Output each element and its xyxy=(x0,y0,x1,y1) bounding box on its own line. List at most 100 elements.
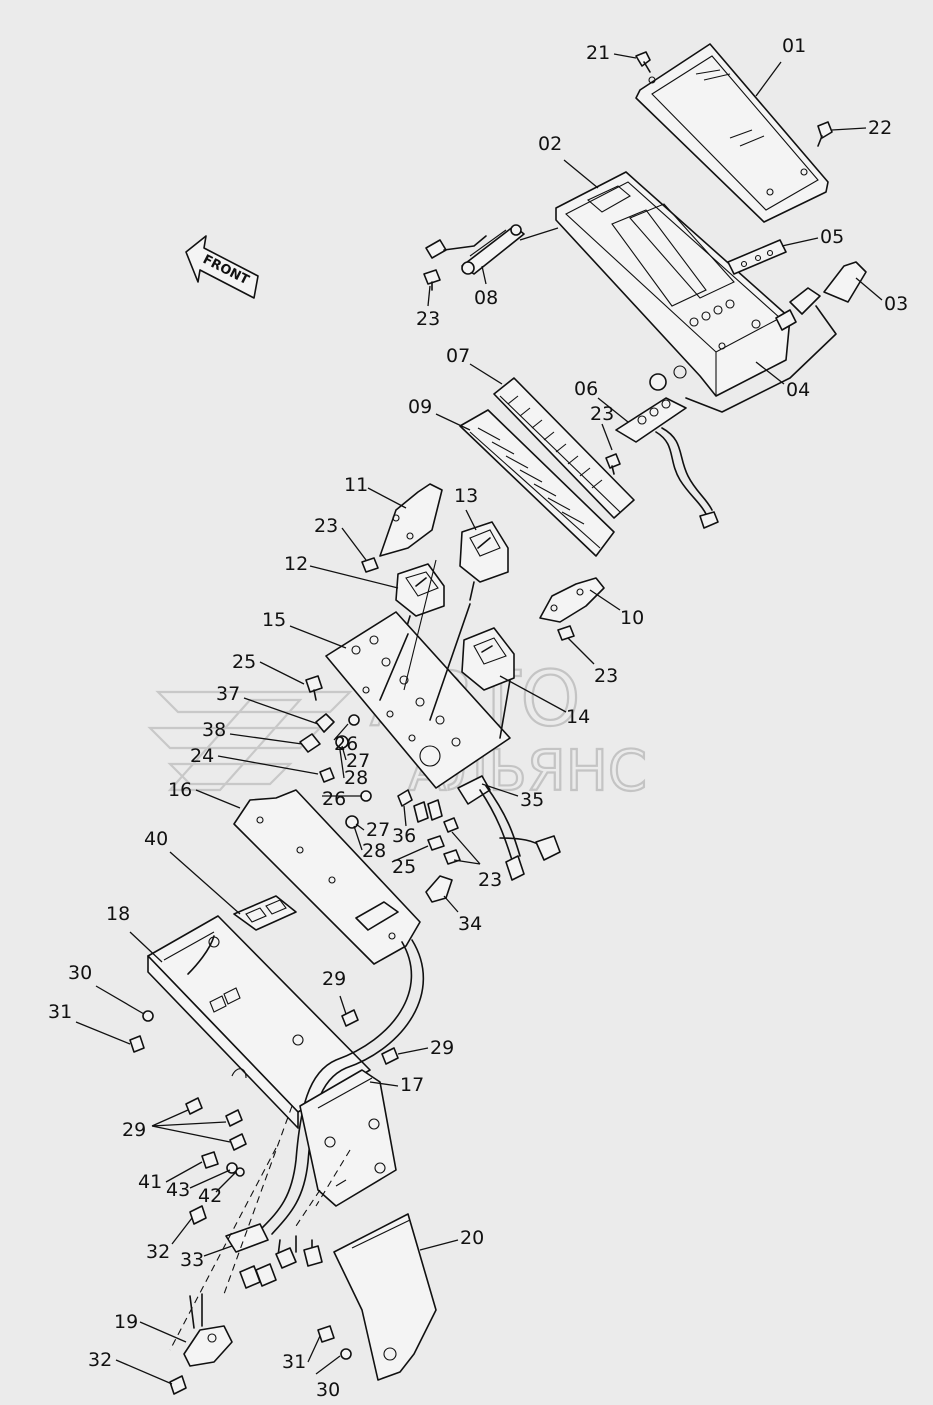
callout-c26b: 26 xyxy=(322,788,346,810)
callout-c15: 15 xyxy=(262,609,286,631)
nuts-26-27-28 xyxy=(335,714,372,829)
callout-c13: 13 xyxy=(454,485,478,507)
watermark-logo xyxy=(147,690,353,792)
callout-c23d: 23 xyxy=(594,665,618,687)
screw-21 xyxy=(635,51,651,73)
callout-c28a: 28 xyxy=(344,767,368,789)
callout-c04: 04 xyxy=(786,379,810,401)
callout-c17: 17 xyxy=(400,1074,424,1096)
callout-c25a: 25 xyxy=(232,651,256,673)
callout-c16: 16 xyxy=(168,779,192,801)
callout-c18: 18 xyxy=(106,903,130,925)
callout-c35: 35 xyxy=(520,789,544,811)
bolt-29-b xyxy=(381,1047,399,1065)
part-11-bracket xyxy=(379,483,443,557)
callout-c23c: 23 xyxy=(314,515,338,537)
bolt-29-c xyxy=(185,1097,247,1151)
part-18-box xyxy=(147,915,371,1129)
part-15-plate xyxy=(325,603,511,789)
callout-c06: 06 xyxy=(574,378,598,400)
callout-c23e: 23 xyxy=(478,869,502,891)
callout-c10: 10 xyxy=(620,607,644,629)
part-01-cover xyxy=(635,43,829,223)
screw-24 xyxy=(319,767,335,783)
callout-c34: 34 xyxy=(458,913,482,935)
screw-23-b xyxy=(605,453,621,475)
callout-c30a: 30 xyxy=(68,962,92,984)
callout-c22: 22 xyxy=(868,117,892,139)
part-08-switch xyxy=(425,224,525,275)
callout-c29a: 29 xyxy=(322,968,346,990)
callout-c30b: 30 xyxy=(316,1379,340,1401)
bolt-31-b xyxy=(317,1325,335,1343)
part-05-strip xyxy=(727,239,787,275)
callout-c14: 14 xyxy=(566,706,590,728)
bolt-41 xyxy=(201,1151,219,1169)
callout-c23a: 23 xyxy=(416,308,440,330)
callout-c25b: 25 xyxy=(392,856,416,878)
part-34-clip xyxy=(425,875,453,903)
part-40-connector xyxy=(233,895,297,931)
callout-c43: 43 xyxy=(166,1179,190,1201)
callout-c40: 40 xyxy=(144,828,168,850)
part-09-module xyxy=(459,409,615,557)
part-14-gauge xyxy=(461,627,515,691)
callout-c20: 20 xyxy=(460,1227,484,1249)
front-direction-arrow: FRONT xyxy=(185,235,259,299)
callout-c29b: 29 xyxy=(430,1037,454,1059)
callout-c27b: 27 xyxy=(366,819,390,841)
callout-c05: 05 xyxy=(820,226,844,248)
part-10-bracket xyxy=(539,577,605,623)
leader-lines xyxy=(75,53,883,1385)
callout-c01: 01 xyxy=(782,35,806,57)
part-04-base xyxy=(685,305,837,413)
part-03-connectors xyxy=(775,261,867,331)
part-17-bracket xyxy=(299,1069,397,1207)
screw-23-e xyxy=(443,817,461,865)
callout-c11: 11 xyxy=(344,474,368,496)
callout-c09: 09 xyxy=(408,396,432,418)
washer-30-a xyxy=(142,1010,154,1022)
callout-c27a: 27 xyxy=(346,750,370,772)
part-02-panel-housing xyxy=(555,171,791,397)
callout-c02: 02 xyxy=(538,133,562,155)
callout-c23b: 23 xyxy=(590,403,614,425)
bolt-32-a xyxy=(189,1205,207,1225)
callout-c31b: 31 xyxy=(282,1351,306,1373)
callout-c24: 24 xyxy=(190,745,214,767)
part-35-36-connectors xyxy=(397,775,561,881)
part-06-switch xyxy=(615,365,719,529)
part-37 xyxy=(315,713,335,733)
callout-c07: 07 xyxy=(446,345,470,367)
screw-22 xyxy=(817,121,833,147)
callout-c03: 03 xyxy=(884,293,908,315)
callout-c32b: 32 xyxy=(88,1349,112,1371)
part-07-module xyxy=(493,377,635,519)
callout-c36: 36 xyxy=(392,825,416,847)
bolt-32-b xyxy=(169,1375,187,1395)
callout-c28b: 28 xyxy=(362,840,386,862)
screw-23-d xyxy=(557,625,575,641)
screw-23-c xyxy=(361,557,379,573)
callout-c42: 42 xyxy=(198,1185,222,1207)
part-20-cover xyxy=(333,1213,437,1381)
callout-c38: 38 xyxy=(202,719,226,741)
part-33-grommet xyxy=(225,1223,323,1289)
part-38 xyxy=(299,733,321,753)
bolt-31-a xyxy=(129,1035,145,1053)
callout-c29c: 29 xyxy=(122,1119,146,1141)
screw-23-a xyxy=(423,269,441,291)
part-16-plate xyxy=(233,789,421,965)
part-19-sensor xyxy=(183,1293,233,1367)
callout-c32a: 32 xyxy=(146,1241,170,1263)
screw-25-b xyxy=(427,835,445,851)
callout-c33: 33 xyxy=(180,1249,204,1271)
washer-30-b xyxy=(340,1348,352,1360)
callout-c19: 19 xyxy=(114,1311,138,1333)
wire-harness xyxy=(261,939,424,1235)
screw-25-a xyxy=(305,675,323,701)
callout-c08: 08 xyxy=(474,287,498,309)
part-13-gauge xyxy=(459,521,509,601)
callout-c12: 12 xyxy=(284,553,308,575)
